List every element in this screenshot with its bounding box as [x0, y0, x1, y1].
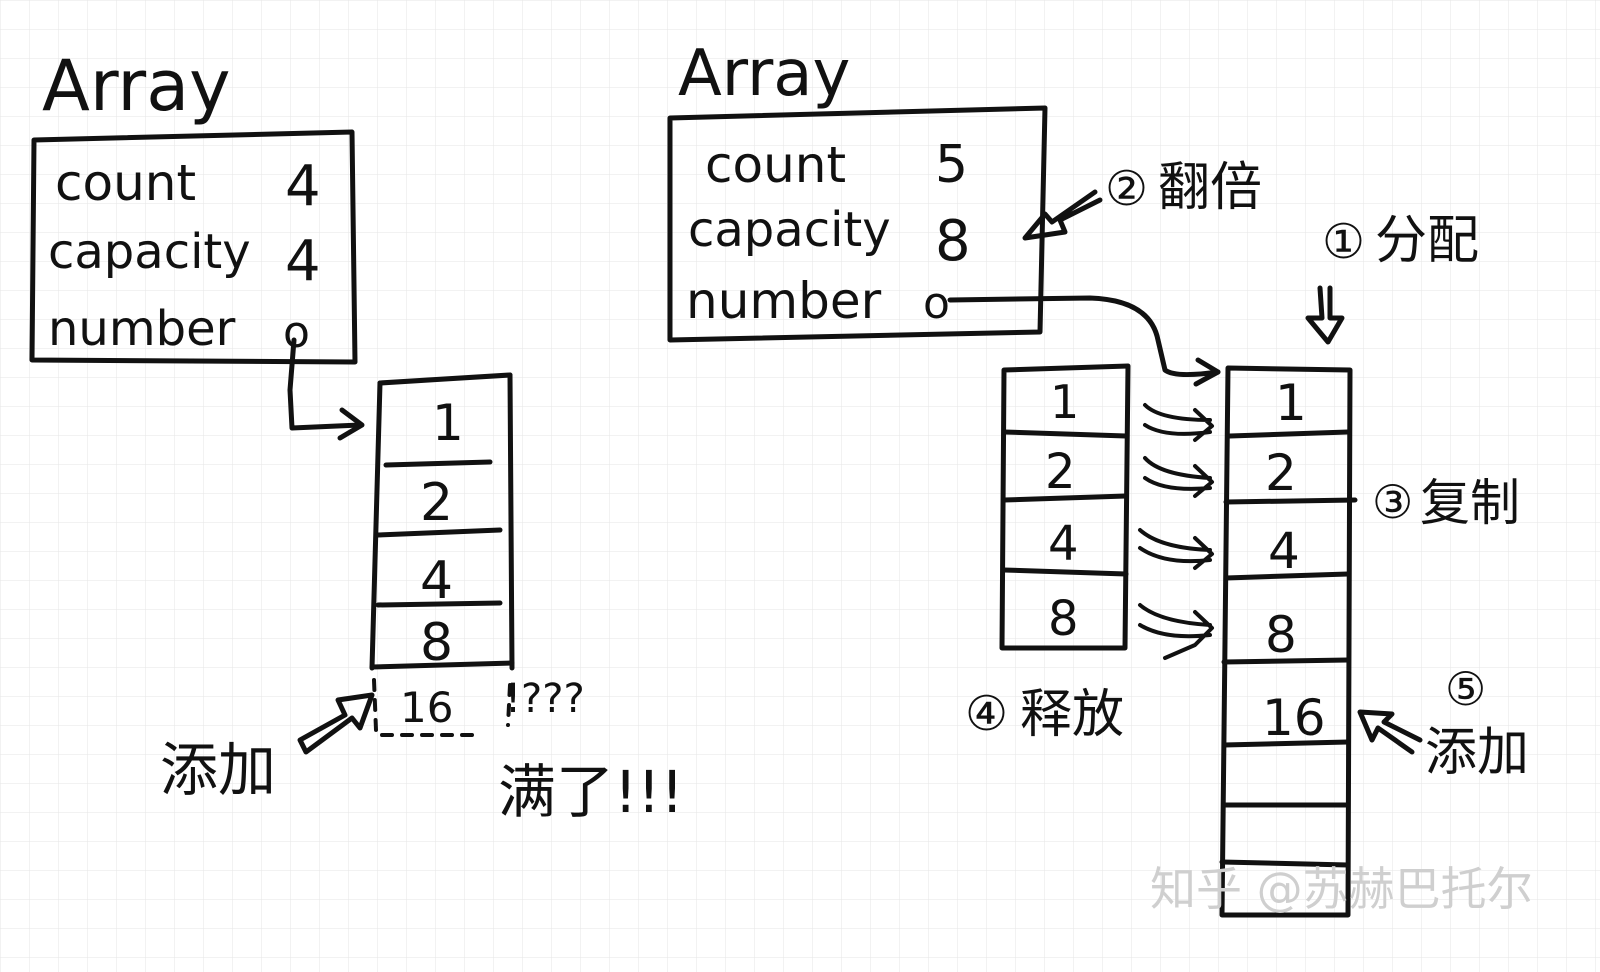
right-field-number-label: number [686, 272, 882, 330]
left-cell-value: 2 [420, 473, 453, 533]
left-overflow-value: 16 [400, 683, 453, 732]
left-number-pointer [287, 337, 363, 431]
step-3-mark: ③ [1372, 475, 1413, 529]
step-1-label: 分配 [1375, 211, 1479, 271]
left-cell-value: 4 [420, 551, 453, 611]
right-field-number-value: o [923, 278, 950, 329]
right-array-title: Array [678, 37, 850, 111]
left-number-pointer-head [337, 407, 365, 441]
step-4-mark: ④ [965, 686, 1008, 742]
left-full-label: 满了!!! [498, 758, 684, 826]
old-cell-divider [1001, 567, 1129, 577]
right-field-capacity-value: 8 [935, 209, 971, 274]
right-number-pointer-head [1193, 357, 1221, 387]
right-struct-box [667, 105, 1048, 343]
left-cell-value: 1 [432, 394, 464, 452]
copy-arrow [1143, 456, 1214, 498]
double-arrow [1022, 189, 1103, 241]
new-cell-divider [1227, 429, 1351, 439]
old-cell-value: 1 [1050, 375, 1079, 429]
right-number-pointer [947, 295, 1221, 378]
old-cell-divider [1001, 493, 1129, 503]
old-cell-value: 2 [1045, 444, 1076, 500]
left-add-label: 添加 [160, 736, 276, 804]
left-field-capacity-value: 4 [285, 229, 321, 294]
left-overflow-marks: !??? [505, 676, 585, 722]
left-cells-top [377, 372, 513, 386]
copy-arrow [1138, 603, 1214, 660]
old-cell-value: 4 [1048, 516, 1079, 572]
new-cell-divider [1219, 859, 1351, 868]
step-2-label: 翻倍 [1158, 158, 1262, 218]
step-4-label: 释放 [1020, 685, 1124, 745]
left-field-capacity-label: capacity [48, 224, 251, 280]
right-field-count-label: count [705, 136, 846, 194]
allocate-arrow [1305, 285, 1345, 345]
right-field-count-value: 5 [935, 135, 968, 195]
copy-arrow [1138, 528, 1214, 570]
new-cell-divider [1221, 739, 1351, 748]
new-cell-value: 8 [1265, 606, 1297, 664]
left-cell-divider [383, 459, 493, 468]
old-cells-column [999, 363, 1131, 651]
left-cell-value: 8 [420, 613, 453, 673]
copy-arrow [1143, 403, 1214, 442]
new-cell-value: 2 [1265, 444, 1297, 502]
new-cell-value: 4 [1268, 522, 1300, 580]
left-cell-divider [375, 527, 503, 538]
step-1-mark: ① [1322, 214, 1365, 270]
left-cell-divider [369, 660, 515, 670]
right-field-capacity-label: capacity [688, 202, 891, 258]
left-field-number-label: number [48, 301, 236, 357]
new-cell-divider [1221, 657, 1351, 665]
old-cell-divider [1001, 429, 1129, 439]
right-add-arrow [1357, 709, 1423, 755]
left-array-title: Array [42, 45, 231, 127]
left-overflow-slot [372, 678, 512, 737]
new-cell-divider [1223, 571, 1351, 581]
new-cell-divider [1223, 497, 1358, 505]
left-cells-right-side [507, 372, 515, 671]
left-struct-box [29, 129, 358, 365]
step-5-mark: ⑤ [1445, 662, 1486, 716]
step-2-mark: ② [1105, 161, 1148, 217]
step-5-label: 添加 [1425, 723, 1529, 783]
step-3-label: 复制 [1420, 474, 1520, 532]
new-cell-value: 1 [1275, 374, 1307, 432]
watermark: 知乎 @苏赫巴托尔 [1150, 862, 1533, 916]
left-add-arrow [297, 692, 375, 755]
new-cell-value: 16 [1262, 689, 1326, 747]
left-cells-left-side [369, 380, 383, 671]
left-cell-divider [375, 600, 503, 608]
left-field-count-value: 4 [285, 154, 321, 219]
left-field-number-value: o [283, 307, 310, 358]
left-field-count-label: count [55, 154, 196, 212]
old-cell-value: 8 [1048, 591, 1079, 647]
new-cells-column [1219, 365, 1353, 918]
